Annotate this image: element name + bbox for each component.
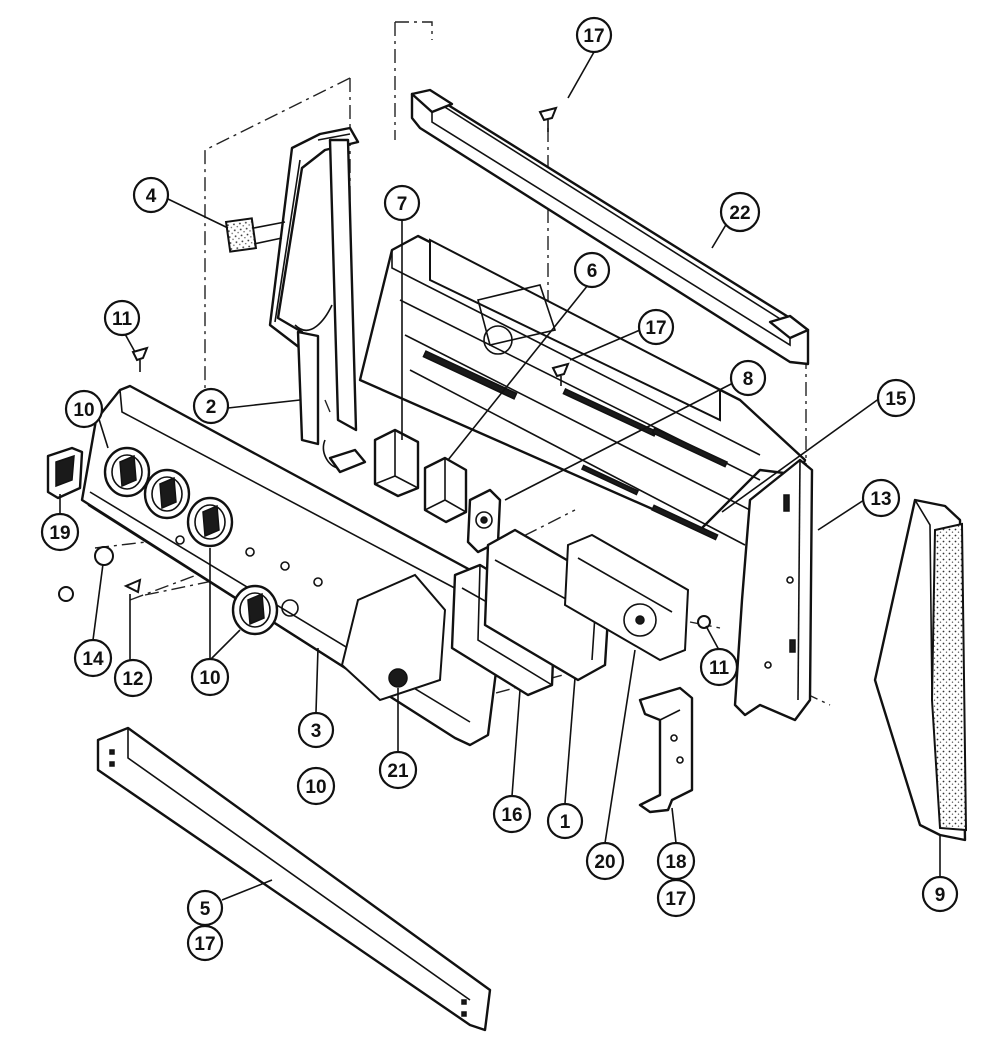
callout-label: 12 bbox=[122, 669, 143, 690]
callout-10-upper: 10 bbox=[64, 389, 104, 429]
switch-part bbox=[46, 446, 84, 500]
callout-label: 1 bbox=[560, 812, 571, 833]
callout-label: 20 bbox=[594, 852, 615, 873]
display-module-parts bbox=[450, 528, 690, 697]
end-cap-part bbox=[873, 498, 968, 842]
callout-6: 6 bbox=[573, 251, 611, 289]
switch-block-parts bbox=[322, 428, 468, 524]
callout-22: 22 bbox=[719, 191, 761, 233]
hinge-bracket-part bbox=[638, 686, 694, 814]
knob-2 bbox=[143, 468, 191, 520]
wire-harness-part bbox=[224, 126, 360, 446]
callout-15: 15 bbox=[876, 378, 916, 418]
callout-10-bottom: 10 bbox=[296, 766, 336, 806]
callout-4: 4 bbox=[132, 176, 170, 214]
callout-16: 16 bbox=[492, 794, 532, 834]
callout-label: 8 bbox=[743, 369, 754, 390]
callout-13: 13 bbox=[861, 478, 901, 518]
callout-label: 17 bbox=[583, 26, 604, 47]
knob-4 bbox=[231, 584, 279, 636]
callout-11-left: 11 bbox=[103, 299, 141, 337]
callout-label: 18 bbox=[665, 852, 686, 873]
knob-3 bbox=[186, 496, 234, 548]
callout-19: 19 bbox=[40, 512, 80, 552]
callout-17-top: 17 bbox=[575, 16, 613, 54]
callout-7: 7 bbox=[383, 184, 421, 222]
callout-3: 3 bbox=[297, 711, 335, 749]
callout-11-right: 11 bbox=[699, 647, 739, 687]
callout-label: 4 bbox=[146, 186, 157, 207]
callout-5: 5 bbox=[186, 889, 224, 927]
callout-17-mid: 17 bbox=[637, 308, 675, 346]
knob-1 bbox=[103, 446, 151, 498]
callout-label: 6 bbox=[587, 261, 598, 282]
callout-label: 17 bbox=[645, 318, 666, 339]
leader-lines bbox=[59, 51, 941, 901]
callout-label: 16 bbox=[501, 805, 522, 826]
callout-label: 2 bbox=[206, 397, 217, 418]
callout-label: 22 bbox=[729, 203, 750, 224]
knob-group bbox=[103, 446, 279, 636]
callout-label: 19 bbox=[49, 523, 70, 544]
callout-label: 17 bbox=[194, 934, 215, 955]
callout-label: 7 bbox=[397, 194, 408, 215]
callout-10-lower: 10 bbox=[190, 657, 230, 697]
callout-12: 12 bbox=[113, 658, 153, 698]
callout-2: 2 bbox=[192, 387, 230, 425]
back-frame-part bbox=[358, 234, 807, 546]
control-panel-part bbox=[80, 384, 537, 747]
hardware-small bbox=[58, 106, 711, 688]
bottom-trim-part bbox=[96, 726, 492, 1032]
callout-21: 21 bbox=[378, 750, 418, 790]
callout-label: 10 bbox=[199, 668, 220, 689]
callout-label: 10 bbox=[73, 400, 94, 421]
callout-label: 10 bbox=[305, 777, 326, 798]
callout-label: 14 bbox=[82, 649, 104, 670]
callout-label: 11 bbox=[112, 309, 133, 330]
side-bracket-part bbox=[733, 458, 814, 722]
callout-label: 5 bbox=[200, 899, 211, 920]
callout-18: 18 bbox=[656, 841, 696, 881]
callout-label: 21 bbox=[387, 761, 409, 782]
callout-1: 1 bbox=[546, 802, 584, 840]
callout-label: 17 bbox=[665, 889, 686, 910]
callout-8: 8 bbox=[729, 359, 767, 397]
callout-20: 20 bbox=[585, 841, 625, 881]
callout-9: 9 bbox=[921, 875, 959, 913]
callout-17-left-bottom: 17 bbox=[186, 924, 224, 962]
callout-14: 14 bbox=[73, 638, 113, 678]
callout-label: 15 bbox=[885, 389, 907, 410]
callout-17-right-bottom: 17 bbox=[656, 878, 696, 918]
callout-label: 13 bbox=[870, 489, 891, 510]
top-rail-part bbox=[410, 88, 810, 366]
callout-label: 9 bbox=[935, 885, 946, 906]
callout-label: 11 bbox=[709, 658, 730, 679]
callout-label: 3 bbox=[311, 721, 322, 742]
